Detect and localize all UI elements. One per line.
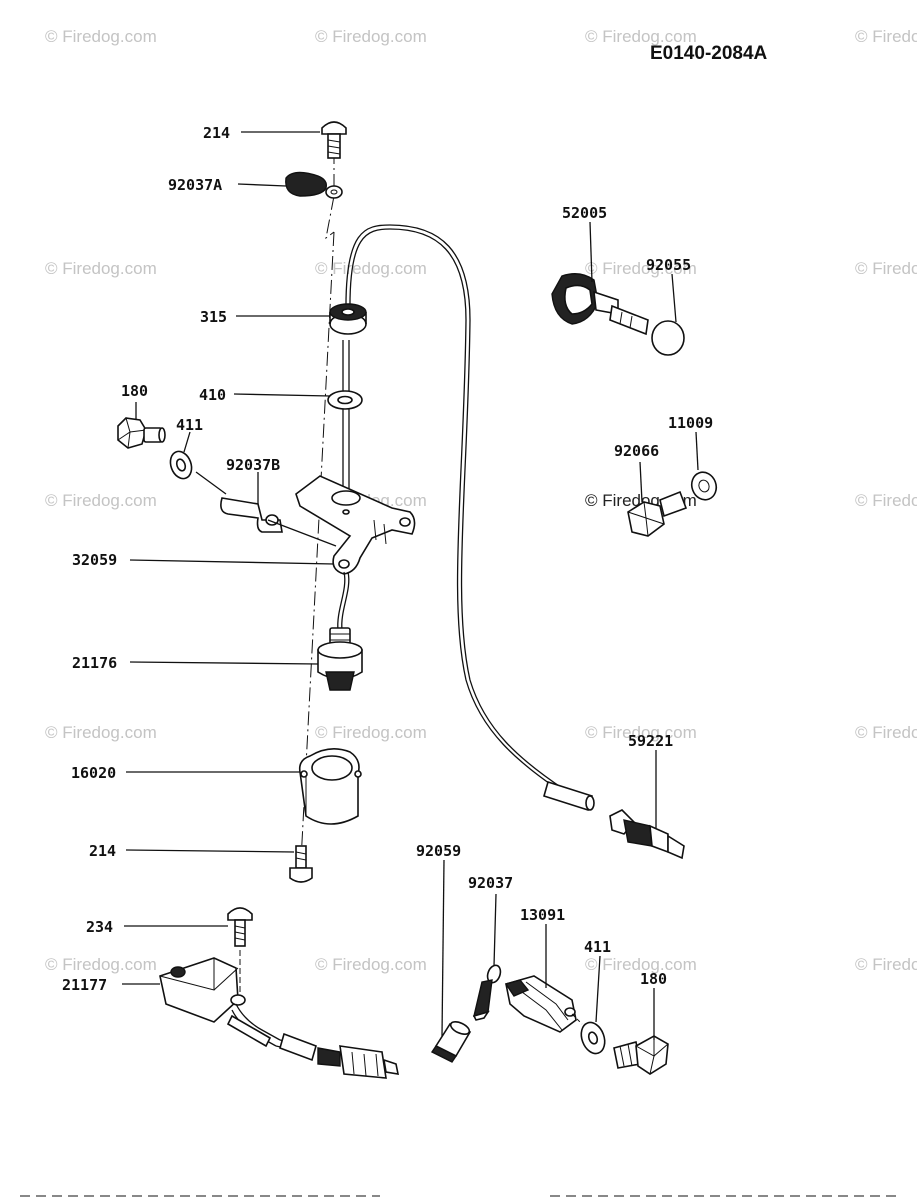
grommet-315	[329, 303, 367, 335]
part-labels: 214 92037A 315 410 180 411 92037B 32059 …	[62, 124, 713, 994]
washer-92055	[651, 320, 685, 356]
clip-92037a	[285, 171, 343, 199]
watermark: © Firedog.com	[45, 723, 157, 742]
part-label: 13091	[520, 906, 565, 924]
module-21177	[159, 957, 400, 1079]
watermark: © Firedog.com	[585, 955, 697, 974]
part-label: 410	[199, 386, 226, 404]
part-label: 92037	[468, 874, 513, 892]
part-label: 411	[584, 938, 611, 956]
watermark: © Firedog.com	[855, 491, 917, 510]
part-label: 21177	[62, 976, 107, 994]
leader-lines	[122, 131, 699, 1040]
watermark-layer: © Firedog.com © Firedog.com © Firedog.co…	[45, 27, 917, 974]
part-label: 180	[640, 970, 667, 988]
part-label: 214	[203, 124, 230, 142]
part-label: 92059	[416, 842, 461, 860]
part-label: 92037B	[226, 456, 280, 474]
part-label: 214	[89, 842, 116, 860]
plug-92066	[627, 490, 688, 537]
watermark: © Firedog.com	[315, 723, 427, 742]
bracket-32059	[295, 475, 416, 575]
watermark: © Firedog.com	[45, 27, 157, 46]
diagram-code: E0140-2084A	[650, 43, 768, 64]
watermark: © Firedog.com	[855, 723, 917, 742]
watermark: © Firedog.com	[315, 27, 427, 46]
watermark: © Firedog.com	[855, 259, 917, 278]
holder-13091	[504, 975, 583, 1033]
clamp-92037b	[220, 497, 283, 533]
watermark: © Firedog.com	[855, 27, 917, 46]
sensor-wire-inner	[349, 228, 564, 794]
part-label: 21176	[72, 654, 117, 672]
watermark: © Firedog.com	[315, 955, 427, 974]
watermark: © Firedog.com	[45, 955, 157, 974]
part-label: 11009	[668, 414, 713, 432]
bolt-180-left	[117, 417, 166, 449]
screw-214-bottom	[289, 845, 313, 883]
watermark: © Firedog.com	[585, 27, 697, 46]
part-label: 52005	[562, 204, 607, 222]
watermark: © Firedog.com	[315, 259, 427, 278]
part-label: 32059	[72, 551, 117, 569]
sensor-21176	[317, 627, 363, 691]
wire-terminal	[543, 780, 595, 812]
part-label: 92055	[646, 256, 691, 274]
washer-411-upper	[169, 450, 193, 480]
washer-410	[327, 390, 363, 410]
sensor-wire	[345, 224, 566, 791]
watermark: © Firedog.com	[585, 723, 697, 742]
gasket-11009	[690, 471, 718, 501]
screw-234	[227, 907, 253, 994]
bolt-180-lower	[613, 1035, 669, 1075]
watermark: © Firedog.com	[45, 259, 157, 278]
part-label: 315	[200, 308, 227, 326]
clip-92037	[472, 964, 502, 1021]
part-label: 16020	[71, 764, 116, 782]
watermark: © Firedog.com	[585, 259, 697, 278]
part-label: 180	[121, 382, 148, 400]
switch-59221	[609, 809, 685, 860]
tube-92059	[430, 1021, 472, 1063]
watermark: © Firedog.com	[45, 491, 157, 510]
washer-411-lower	[580, 1021, 606, 1055]
knob-52005	[551, 273, 649, 336]
part-label: 59221	[628, 732, 673, 750]
cover-16020	[298, 748, 362, 825]
part-label: 411	[176, 416, 203, 434]
part-label: 92066	[614, 442, 659, 460]
part-label: 234	[86, 918, 113, 936]
part-label: 92037A	[168, 176, 222, 194]
watermark: © Firedog.com	[855, 955, 917, 974]
screw-214-top	[321, 121, 347, 159]
